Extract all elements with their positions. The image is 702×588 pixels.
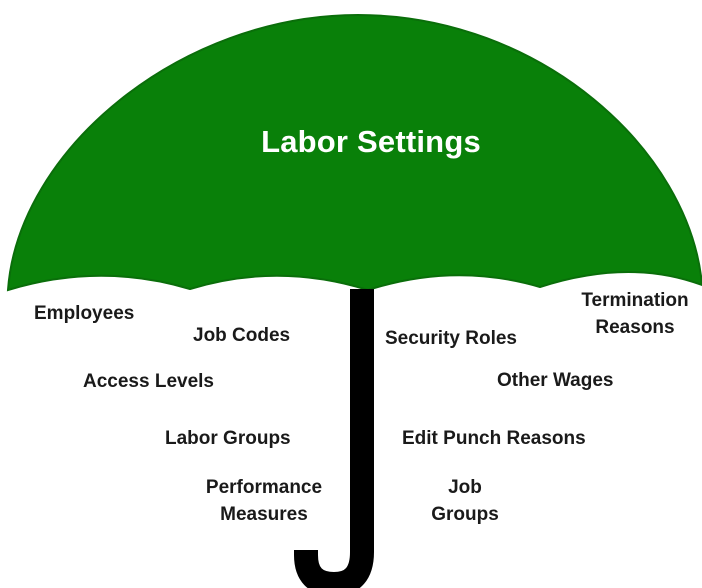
item-job-codes: Job Codes	[193, 325, 291, 346]
item-employees: Employees	[34, 303, 135, 324]
item-termination-reasons: Termination Reasons	[581, 290, 689, 338]
umbrella-canopy	[6, 13, 702, 292]
item-access-levels: Access Levels	[83, 371, 214, 392]
item-performance-measures: Performance Measures	[205, 477, 323, 525]
item-edit-punch-reasons: Edit Punch Reasons	[402, 428, 586, 449]
item-labor-groups: Labor Groups	[165, 428, 291, 449]
umbrella-handle	[294, 289, 374, 588]
item-job-groups: Job Groups	[431, 477, 499, 525]
item-other-wages: Other Wages	[497, 370, 614, 391]
diagram-title: Labor Settings	[261, 124, 481, 159]
item-security-roles: Security Roles	[385, 328, 517, 349]
